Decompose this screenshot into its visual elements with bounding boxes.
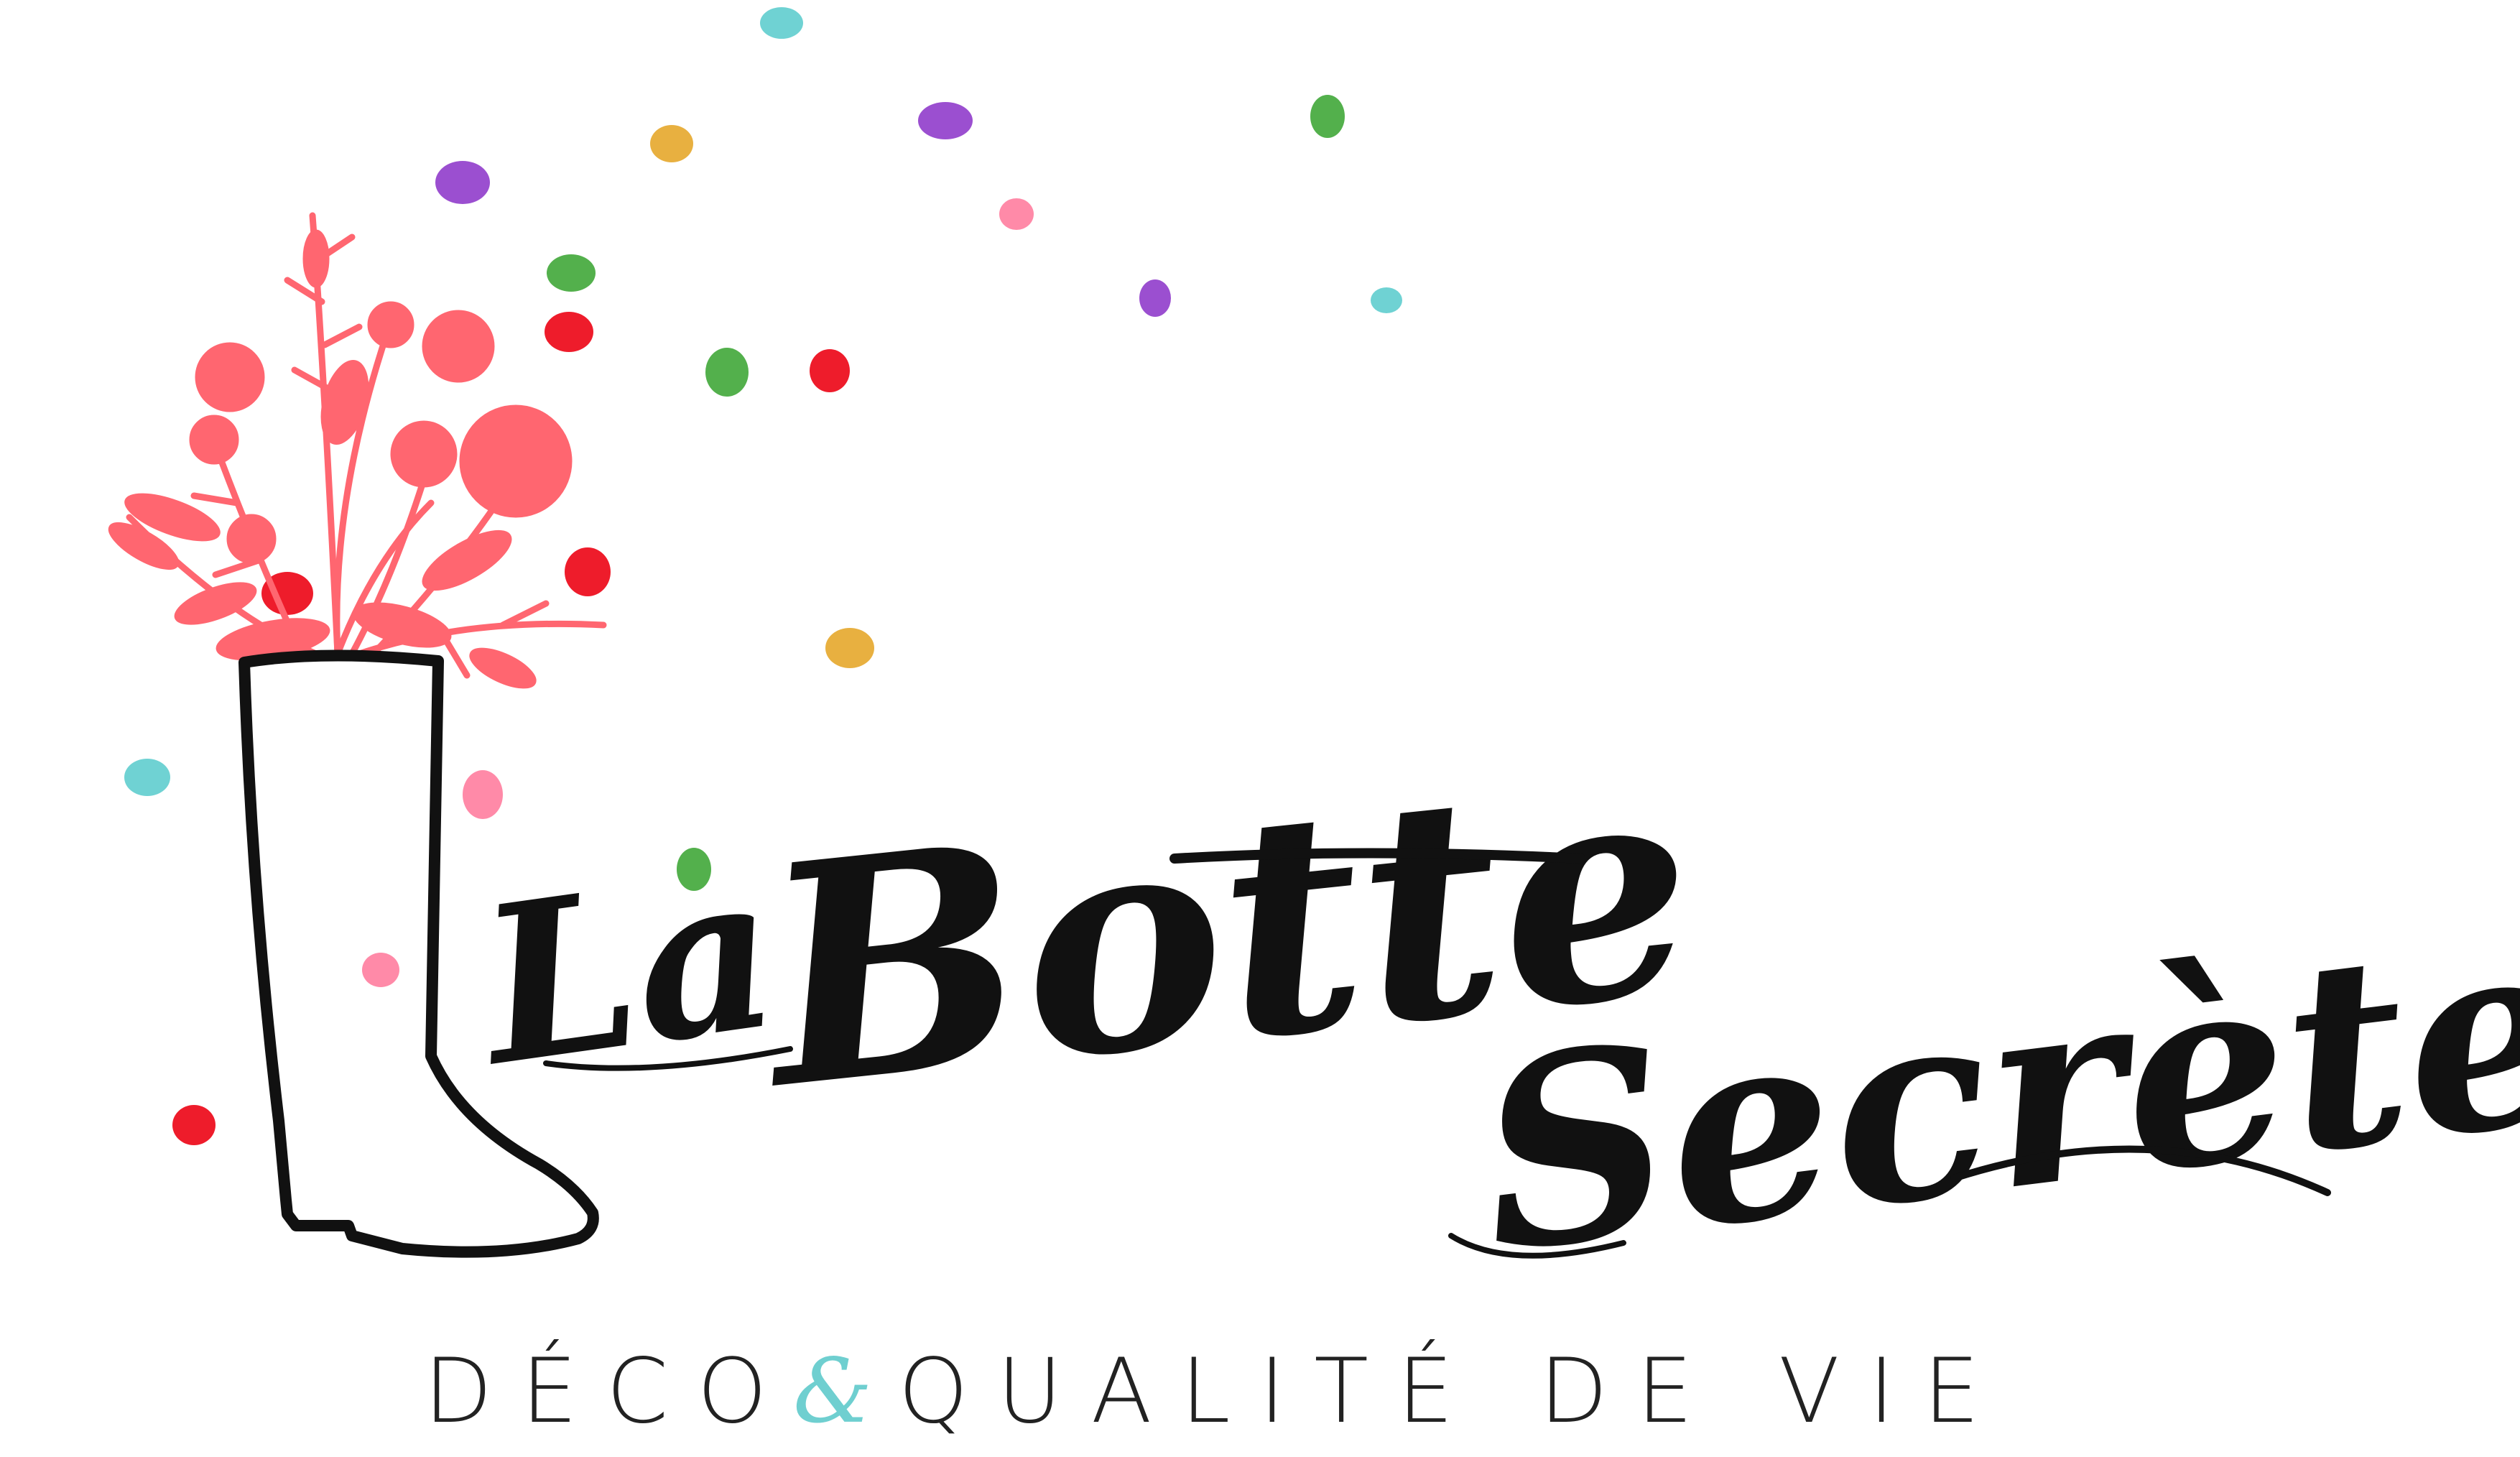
tagline-ampersand: & (793, 1340, 873, 1443)
tagline: DÉCO & QUALITÉ DE VIE (424, 1338, 2220, 1446)
tagline-qualite-de-vie: QUALITÉ DE VIE (898, 1340, 2009, 1443)
tagline-deco: DÉCO (424, 1340, 797, 1443)
confetti-dots (124, 7, 1402, 1145)
boot-icon (238, 649, 599, 1258)
brand-wordmark: La Botte Secrète (460, 707, 2520, 1310)
wordmark-swashes (543, 848, 2331, 1259)
flower-bouquet-icon (108, 212, 607, 689)
